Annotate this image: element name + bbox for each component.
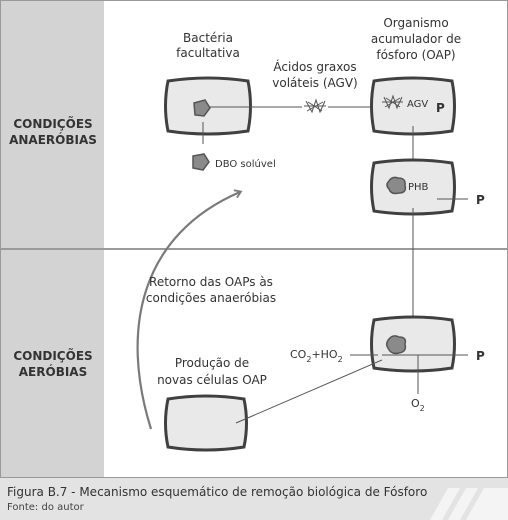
oap-label-line3: fósforo (OAP) <box>376 48 455 62</box>
bacteria-label-line2: facultativa <box>176 46 240 60</box>
caption-title: Figura B.7 - Mecanismo esquemático de re… <box>7 485 428 499</box>
zone-anaerobic-line1: CONDIÇÕES <box>13 116 92 131</box>
phosphorus-label-2: P <box>476 193 485 207</box>
agv-label-line1: Ácidos graxos <box>273 59 356 74</box>
agv-squiggle-icon <box>304 98 326 114</box>
dbo-label: DBO solúvel <box>215 158 276 170</box>
agv-label-line2: voláteis (AGV) <box>272 76 358 90</box>
diagram-canvas: CONDIÇÕES ANAERÓBIAS CONDIÇÕES AERÓBIAS … <box>0 0 508 478</box>
aerobic-granule <box>385 335 407 355</box>
oap-label-line1: Organismo <box>383 16 448 30</box>
zone-anaerobic-line2: ANAERÓBIAS <box>9 132 97 147</box>
phosphorus-label-3: P <box>476 349 485 363</box>
oap-cell-anaerobic <box>370 76 456 136</box>
bacteria-label-line1: Bactéria <box>183 31 233 45</box>
return-arrow <box>136 189 243 430</box>
zone-aerobic-line1: CONDIÇÕES <box>13 348 92 363</box>
phb-label: PHB <box>408 182 429 193</box>
producao-label-line1: Produção de <box>175 356 249 370</box>
dbo-granule <box>192 153 210 171</box>
zone-label-panel <box>0 0 104 478</box>
agv-inside-squiggle-icon <box>382 94 403 110</box>
caption-box <box>0 478 508 520</box>
zone-aerobic-line2: AERÓBIAS <box>19 364 87 379</box>
caption-source: Fonte: do autor <box>7 502 84 513</box>
new-cell-link <box>235 359 383 424</box>
retorno-label-line1: Retorno das OAPs às <box>149 275 273 289</box>
phb-granule <box>386 176 407 195</box>
agv-inside-label: AGV <box>407 99 428 110</box>
co2-ho2-label: CO2+HO2 <box>290 348 343 364</box>
retorno-label-line2: condições anaeróbias <box>146 291 276 305</box>
oap-cell-phb <box>370 158 456 216</box>
oap-label-line2: acumulador de <box>371 32 461 46</box>
o2-label: O2 <box>411 397 425 413</box>
producao-label-line2: novas células OAP <box>157 373 267 387</box>
new-oap-cell <box>164 394 248 452</box>
caption-decoration <box>430 488 508 520</box>
phosphorus-label-1: P <box>436 101 445 115</box>
oap-cell-aerobic <box>370 315 456 373</box>
bacteria-granule <box>193 99 211 117</box>
